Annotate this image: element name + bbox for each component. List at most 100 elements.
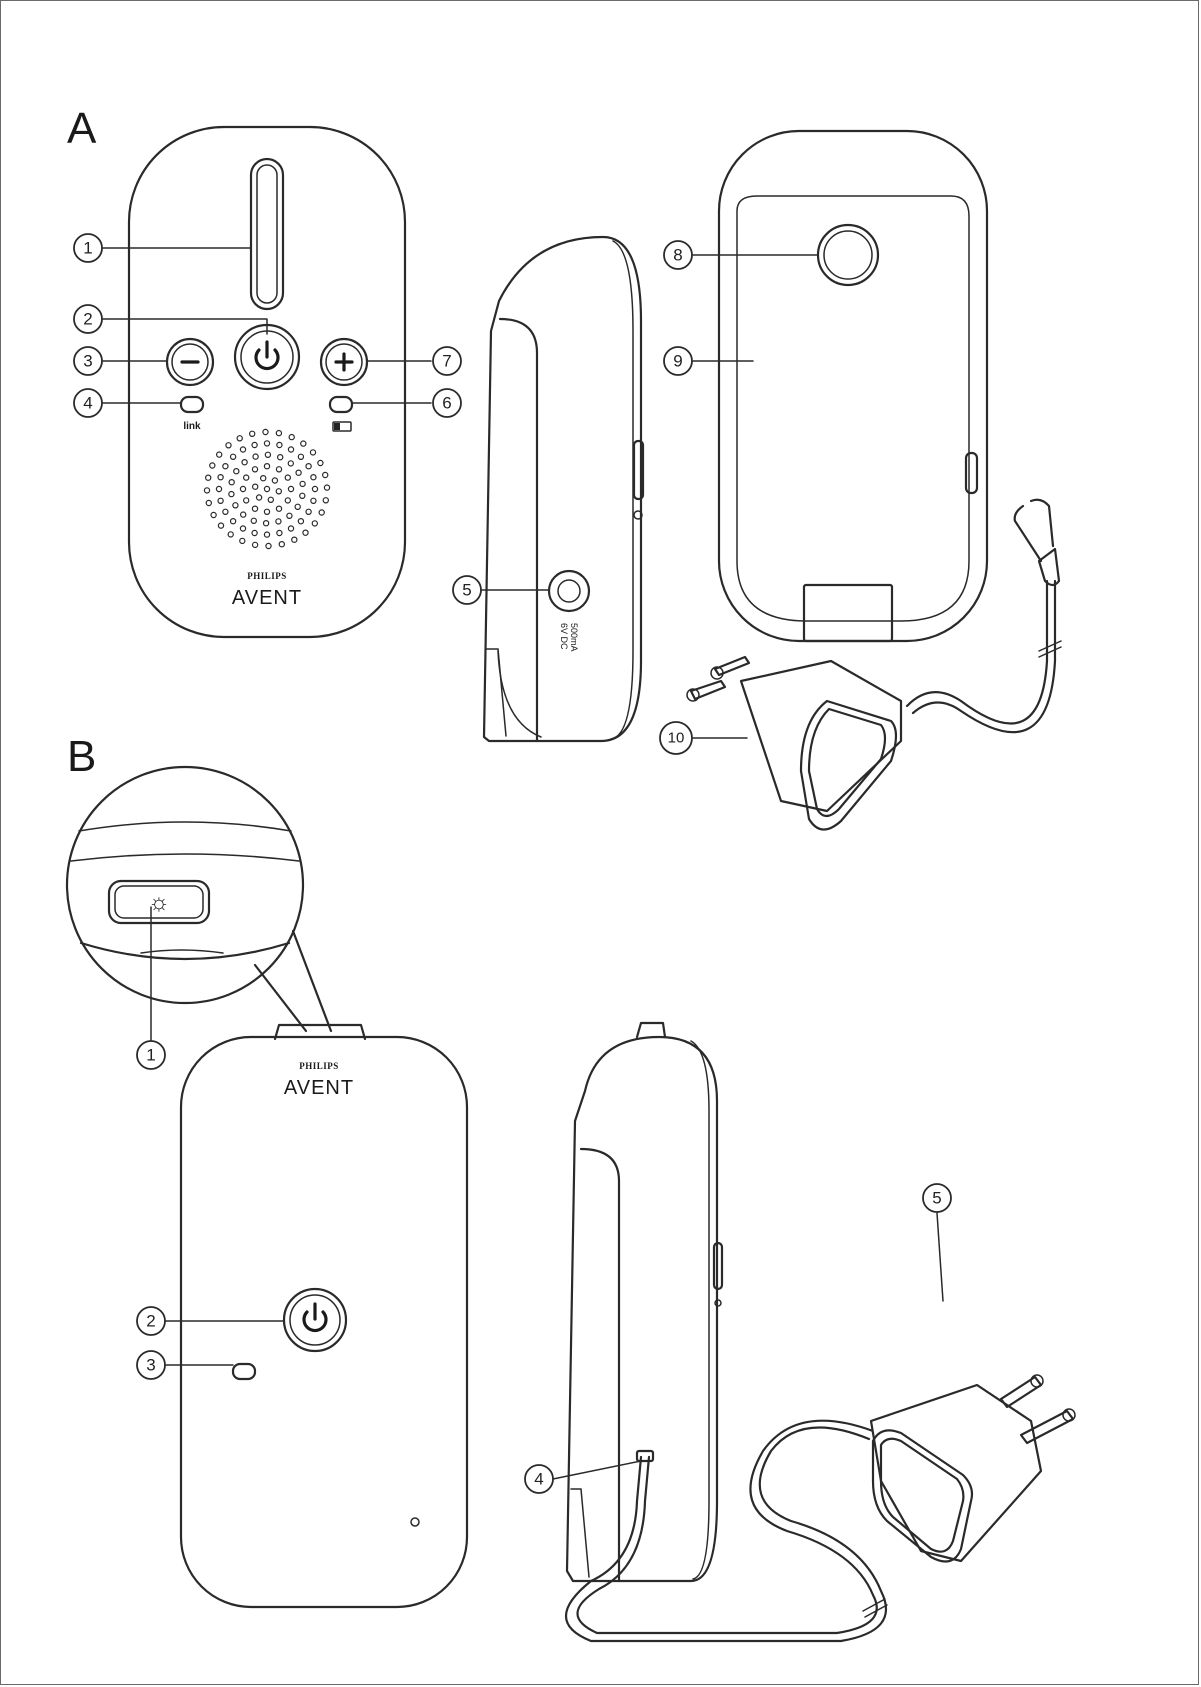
sun-icon: ☼ xyxy=(148,889,170,916)
grille-hole xyxy=(276,529,283,537)
svg-text:9: 9 xyxy=(673,352,682,371)
grille-hole xyxy=(204,474,212,481)
grille-hole xyxy=(215,451,223,458)
grille-hole xyxy=(299,492,306,499)
belt-clip xyxy=(816,223,880,287)
grille-hole xyxy=(251,529,258,537)
grille-hole xyxy=(232,502,239,509)
callout-a-9: 9 xyxy=(663,346,693,376)
callout-a-3: 3 xyxy=(73,346,103,376)
grille-hole xyxy=(275,518,282,525)
grille-hole xyxy=(205,499,212,507)
battery-compartment xyxy=(736,195,970,622)
svg-text:10: 10 xyxy=(668,730,685,747)
callout-b-1: 1 xyxy=(136,1040,166,1070)
svg-text:2: 2 xyxy=(146,1312,155,1331)
grille-hole xyxy=(310,474,317,481)
callout-a-7: 7 xyxy=(432,346,462,376)
link-light xyxy=(179,395,205,414)
grille-hole xyxy=(275,488,282,495)
grille-hole xyxy=(241,459,248,466)
grille-hole xyxy=(251,505,259,512)
grille-hole xyxy=(222,463,229,470)
microphone xyxy=(410,1517,420,1527)
callout-a-1: 1 xyxy=(73,233,103,263)
power-adapter-a xyxy=(686,498,1062,831)
battery-icon xyxy=(332,421,352,432)
grille-hole xyxy=(278,541,285,548)
power-adapter-b xyxy=(564,1374,1076,1643)
grille-hole xyxy=(297,453,305,460)
grille-hole xyxy=(263,463,271,470)
charging-contacts xyxy=(802,583,894,643)
power-icon xyxy=(254,340,280,371)
svg-text:1: 1 xyxy=(146,1046,155,1065)
grille-hole xyxy=(239,511,247,518)
battery-light xyxy=(328,395,354,414)
svg-text:4: 4 xyxy=(534,1470,543,1489)
svg-text:5: 5 xyxy=(932,1189,941,1208)
grille-hole xyxy=(302,529,309,536)
side-button xyxy=(632,439,645,501)
grille-hole xyxy=(239,537,246,545)
callout-a-6: 6 xyxy=(432,388,462,418)
grille-hole xyxy=(203,487,211,494)
callout-leaders xyxy=(102,247,944,1480)
callout-a-5: 5 xyxy=(452,575,482,605)
grille-hole xyxy=(287,460,294,467)
baby-unit-power-light xyxy=(231,1362,257,1381)
grille-hole xyxy=(215,485,223,493)
grille-hole xyxy=(284,474,291,481)
callouts-b: 1 2 3 4 5 xyxy=(136,1040,952,1494)
grille-hole xyxy=(263,508,271,515)
grille-hole xyxy=(322,497,329,504)
grille-hole xyxy=(252,453,259,460)
power-spec-label: 6V DC 500mA xyxy=(559,623,579,652)
baby-unit-power-button xyxy=(282,1287,348,1353)
grille-hole xyxy=(309,449,317,456)
grille-hole xyxy=(305,463,312,470)
nightlight-button-magnified: ☼ xyxy=(107,879,211,925)
grille-hole xyxy=(291,536,298,543)
grille-hole xyxy=(262,428,269,436)
grille-hole xyxy=(300,440,307,447)
brand-avent-b: AVENT xyxy=(284,1077,354,1099)
svg-text:6: 6 xyxy=(442,394,451,413)
grille-hole xyxy=(263,485,271,493)
parent-unit-side: 6V DC 500mA xyxy=(482,235,645,743)
grille-hole xyxy=(287,485,295,493)
svg-text:500mA: 500mA xyxy=(569,623,579,652)
brand-philips: PHILIPS xyxy=(247,571,287,581)
grille-hole xyxy=(317,459,324,467)
parent-unit-front: link PHILIPS AVENT xyxy=(127,125,407,639)
grille-hole xyxy=(276,441,283,449)
link-label: link xyxy=(183,421,201,432)
grille-hole xyxy=(239,446,247,453)
svg-text:7: 7 xyxy=(442,352,451,371)
grille-hole xyxy=(251,541,259,549)
svg-text:5: 5 xyxy=(462,581,471,600)
grille-hole xyxy=(242,474,250,481)
grille-hole xyxy=(217,497,224,504)
grille-hole xyxy=(286,512,293,520)
grille-hole xyxy=(305,508,312,515)
grille-hole xyxy=(277,454,284,461)
callout-a-10: 10 xyxy=(659,721,693,755)
grille-hole xyxy=(322,471,329,479)
callout-b-5: 5 xyxy=(922,1183,952,1213)
callout-b-4: 4 xyxy=(524,1464,554,1494)
grille-hole xyxy=(271,477,279,484)
grille-hole xyxy=(275,429,283,437)
grille-hole xyxy=(255,494,263,501)
grille-hole xyxy=(228,490,235,498)
grille-hole xyxy=(295,469,302,476)
grille-hole xyxy=(267,496,274,503)
callout-b-3: 3 xyxy=(136,1350,166,1380)
grille-hole xyxy=(288,433,295,441)
grille-hole xyxy=(294,503,301,510)
svg-text:3: 3 xyxy=(146,1356,155,1375)
grille-hole xyxy=(251,441,258,449)
grille-hole xyxy=(250,517,257,525)
